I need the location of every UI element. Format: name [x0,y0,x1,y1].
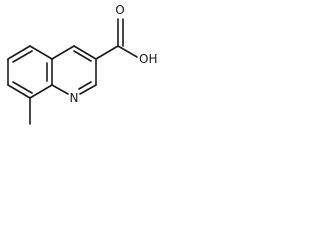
double-bond-inner-4 [73,50,92,62]
bond-c4a-c8a [29,84,53,99]
carboxylic-acid-group [95,18,138,60]
quinoline-carboxylic-acid-structure: N OH O [7,3,157,125]
carbonyl-oxygen-label: O [115,3,124,17]
double-bond-inner-5 [78,81,92,90]
bond-c2-n [79,84,97,95]
double-bond-inner-1 [12,50,33,63]
hydroxyl-label: OH [139,52,157,66]
nitrogen-label: N [70,91,79,105]
pyridine-ring [51,45,97,95]
bond-c4-c3 [73,45,97,60]
bond-c4-c8 [51,45,75,60]
bond-c5-c4a [7,84,31,99]
bond-c3-cooh [95,45,119,60]
bond-n-c8a [51,84,69,95]
double-bond-inner-2 [12,81,33,94]
bond-c7-c6 [7,45,31,60]
benzene-ring [7,45,53,99]
hydroxyl-bond [117,45,138,58]
bond-c8-c7 [29,45,53,60]
